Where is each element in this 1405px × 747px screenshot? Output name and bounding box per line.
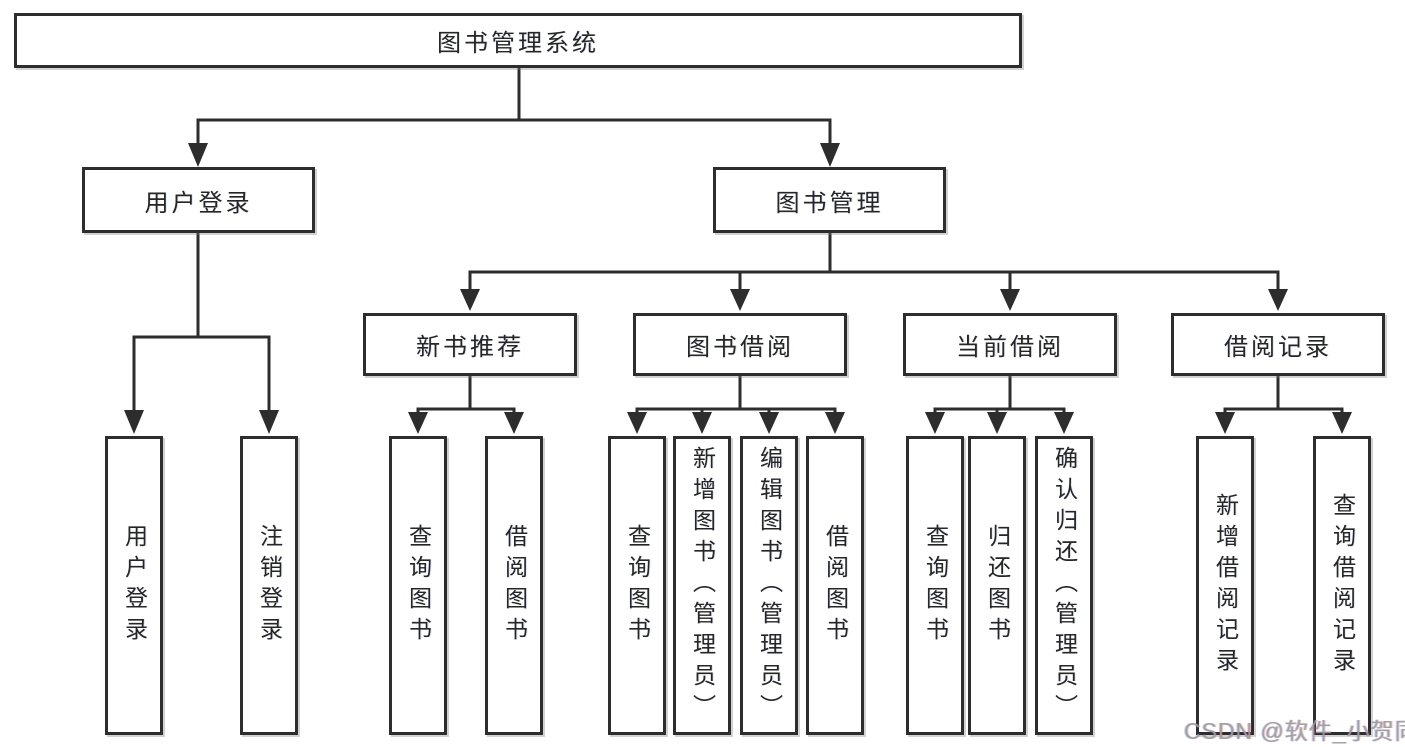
leaf-label: 查询图书 <box>922 523 949 648</box>
leaf-label: 借阅图书 <box>822 523 849 648</box>
leaf-confirm-return-admin: 确认归还（管理员） <box>1035 436 1093 735</box>
leaf-query-borrow-record: 查询借阅记录 <box>1313 436 1371 735</box>
node-label: 借阅记录 <box>1224 334 1332 361</box>
leaf-label: 归还图书 <box>984 523 1011 648</box>
leaf-label: 用户登录 <box>121 523 148 648</box>
leaf-label: 编辑图书（管理员） <box>756 446 783 725</box>
leaf-borrow-books: 借阅图书 <box>806 436 864 735</box>
leaf-label: 查询图书 <box>624 523 651 648</box>
leaf-logout: 注销登录 <box>240 436 298 735</box>
node-current-borrowing: 当前借阅 <box>903 313 1117 376</box>
csdn-watermark: CSDN @软件_小贺同学 <box>1184 718 1405 744</box>
node-borrowing-records: 借阅记录 <box>1171 313 1385 376</box>
leaf-query-books-recommend: 查询图书 <box>389 436 447 735</box>
leaf-return-book: 归还图书 <box>968 436 1026 735</box>
leaf-label: 新增借阅记录 <box>1212 492 1239 679</box>
leaf-borrow-books-recommend: 借阅图书 <box>485 436 543 735</box>
node-label: 当前借阅 <box>956 334 1064 361</box>
leaf-label: 查询借阅记录 <box>1329 492 1356 679</box>
leaf-add-book-admin: 新增图书（管理员） <box>673 436 731 735</box>
node-new-book-recommendation: 新书推荐 <box>363 313 577 376</box>
node-label: 用户登录 <box>144 189 253 217</box>
node-label: 图书管理系统 <box>437 30 599 57</box>
node-label: 新书推荐 <box>416 334 524 361</box>
leaf-query-books-current: 查询图书 <box>906 436 964 735</box>
node-library-management-system: 图书管理系统 <box>14 13 1022 68</box>
leaf-label: 新增图书（管理员） <box>689 446 716 725</box>
node-user-login: 用户登录 <box>82 167 315 233</box>
leaf-edit-book-admin: 编辑图书（管理员） <box>740 436 798 735</box>
node-label: 图书借阅 <box>686 334 794 361</box>
leaf-add-borrow-record: 新增借阅记录 <box>1196 436 1254 735</box>
leaf-label: 借阅图书 <box>501 523 528 648</box>
node-label: 图书管理 <box>775 189 884 217</box>
leaf-query-books-borrow: 查询图书 <box>608 436 666 735</box>
node-book-management: 图书管理 <box>713 167 946 233</box>
node-book-borrowing: 图书借阅 <box>633 313 847 376</box>
leaf-label: 查询图书 <box>405 523 432 648</box>
leaf-user-login: 用户登录 <box>105 436 163 735</box>
leaf-label: 确认归还（管理员） <box>1051 446 1078 725</box>
leaf-label: 注销登录 <box>256 523 283 648</box>
